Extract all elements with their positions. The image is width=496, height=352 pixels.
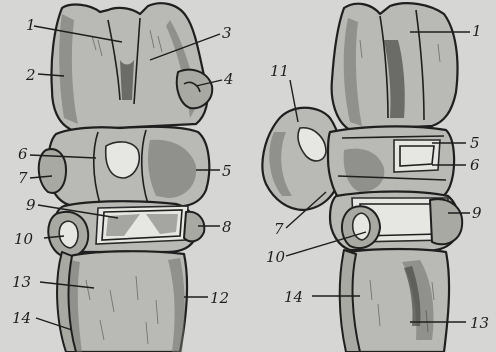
left-label-5: 5	[222, 162, 232, 180]
left-label-1: 1	[26, 16, 36, 34]
right-label-14: 14	[284, 288, 303, 306]
left-label-9: 9	[26, 196, 36, 214]
left-label-4: 4	[223, 70, 234, 88]
left-label-14: 14	[12, 309, 31, 327]
right-label-10: 10	[266, 248, 286, 266]
right-metacarpal-bone	[344, 249, 449, 352]
left-label-2: 2	[25, 66, 36, 84]
right-label-9: 9	[472, 204, 482, 222]
right-label-7: 7	[274, 220, 284, 238]
right-label-5: 5	[470, 134, 480, 152]
right-label-1: 1	[472, 22, 482, 40]
left-figure-dorsal-view: 1 2 3 4 5 6 7 8 9 10 12 13 14	[12, 3, 234, 352]
right-label-11: 11	[270, 62, 289, 80]
left-label-7: 7	[18, 169, 28, 187]
left-label-10: 10	[14, 230, 34, 248]
right-label-13: 13	[470, 314, 489, 332]
left-label-3: 3	[222, 24, 232, 42]
left-metacarpal-bone	[67, 251, 187, 352]
right-label-6: 6	[470, 156, 480, 174]
left-label-13: 13	[12, 273, 31, 291]
left-label-8: 8	[222, 218, 232, 236]
left-label-6: 6	[18, 145, 28, 163]
left-label-12: 12	[210, 289, 229, 307]
right-figure-lateral-view: 1 5 6 7 9 10 11 13 14	[262, 3, 489, 352]
